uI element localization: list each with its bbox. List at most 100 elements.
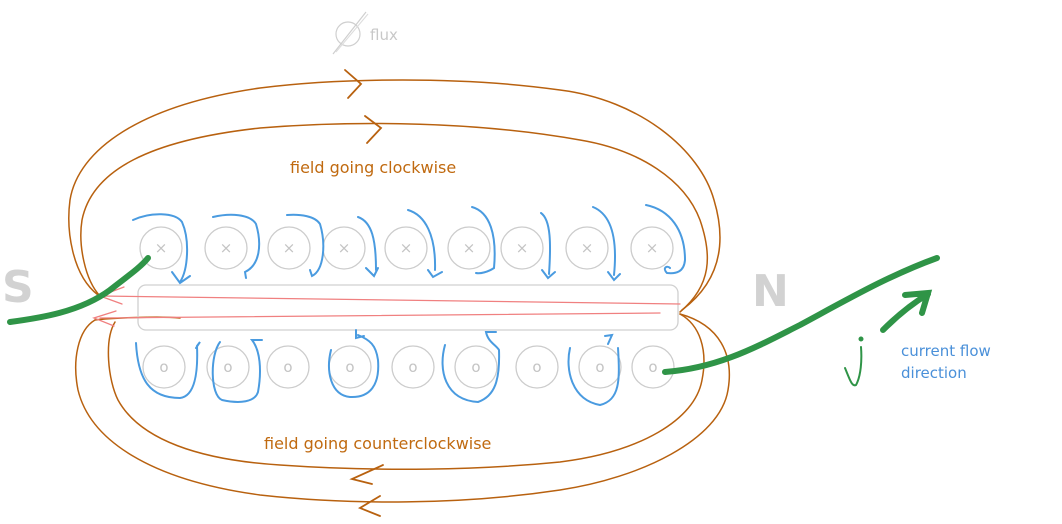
- curl-arrow-icon: [592, 206, 621, 282]
- coil-circle: [266, 345, 310, 389]
- coil-circle: [454, 345, 498, 389]
- coil-out-of-page: o: [266, 345, 310, 389]
- bottom-field-label: field going counterclockwise: [264, 434, 491, 453]
- coil-marker: ×: [338, 239, 351, 257]
- arrow-left-icon: [92, 310, 117, 327]
- current-wire-right: [662, 255, 940, 375]
- field-arrowheads: [344, 69, 384, 517]
- current-direction-arrow-icon: [880, 289, 933, 333]
- solenoid-core: [137, 284, 679, 331]
- coil-out-of-page: o: [631, 345, 675, 389]
- core-line-bottom: [99, 312, 661, 319]
- coil-into-page: ×: [204, 226, 248, 270]
- curl-arrow-icon: [286, 213, 325, 278]
- current-label-line1: current flow: [901, 342, 991, 360]
- coil-into-page: ×: [384, 226, 428, 270]
- curl-arrow-icon: [328, 329, 380, 399]
- flux-symbol-icon: [335, 21, 361, 47]
- arrow-right-icon: [344, 69, 363, 99]
- curl-arrow-icon: [357, 216, 379, 278]
- coil-circle: [384, 226, 428, 270]
- flux-annotation: flux: [332, 11, 398, 55]
- curl-arrow-icon: [211, 339, 263, 403]
- coil-circle: [565, 226, 609, 270]
- flux-symbol-slash: [332, 11, 367, 55]
- curl-arrow-icon: [135, 341, 201, 400]
- top-local-field-curls: [132, 204, 687, 285]
- coil-marker: o: [283, 358, 292, 376]
- curl-arrow-icon: [540, 212, 556, 280]
- coil-marker: o: [532, 358, 541, 376]
- current-label-line2: direction: [901, 364, 967, 382]
- curl-arrow-icon: [645, 204, 687, 275]
- coil-out-of-page: o: [142, 345, 186, 389]
- arrow-left-icon: [349, 464, 384, 485]
- coil-marker: ×: [463, 239, 476, 257]
- coil-into-page: ×: [322, 226, 366, 270]
- coil-into-page: ×: [500, 226, 544, 270]
- coil-circle: [578, 345, 622, 389]
- curl-arrow-icon: [441, 331, 501, 404]
- coil-circle: [206, 345, 250, 389]
- core-line-top: [99, 295, 681, 305]
- coil-into-page: ×: [139, 226, 183, 270]
- arrow-left-icon: [357, 495, 381, 517]
- field-line-top-outer: [68, 79, 721, 311]
- current-symbol: [844, 336, 864, 387]
- coil-marker: o: [648, 358, 657, 376]
- current-j-glyph: [844, 346, 863, 387]
- coil-circle: [139, 226, 183, 270]
- coil-circle: [630, 226, 674, 270]
- coil-circle: [500, 226, 544, 270]
- coil-into-page: ×: [267, 226, 311, 270]
- coil-into-page: ×: [630, 226, 674, 270]
- coil-out-of-page: o: [206, 345, 250, 389]
- current-wire-left: [7, 255, 151, 325]
- coil-marker: ×: [283, 239, 296, 257]
- current-wire: [7, 255, 940, 375]
- curl-arrow-icon: [407, 209, 443, 279]
- curl-arrow-icon: [212, 213, 261, 279]
- coil-marker: ×: [220, 239, 233, 257]
- coil-marker: ×: [155, 239, 168, 257]
- coil-circle: [267, 226, 311, 270]
- core-field-arrows: [92, 286, 681, 327]
- coil-circle: [515, 345, 559, 389]
- flux-label: flux: [370, 26, 398, 44]
- coil-circle: [391, 345, 435, 389]
- top-field-label: field going clockwise: [290, 158, 456, 177]
- coil-marker: o: [159, 358, 168, 376]
- coil-out-of-page: o: [328, 345, 372, 389]
- field-line-top-inner: [80, 122, 709, 313]
- curl-arrow-icon: [132, 213, 191, 285]
- coil-marker: ×: [646, 239, 659, 257]
- curl-arrow-icon: [567, 333, 620, 407]
- north-pole-label: N: [752, 266, 789, 317]
- coil-marker: o: [345, 358, 354, 376]
- coil-marker: ×: [400, 239, 413, 257]
- coil-marker: o: [595, 358, 604, 376]
- coil-circle: [142, 345, 186, 389]
- coil-out-of-page: o: [454, 345, 498, 389]
- coil-circle: [447, 226, 491, 270]
- coil-out-of-page: o: [578, 345, 622, 389]
- coil-marker: o: [408, 358, 417, 376]
- curl-arrow-icon: [471, 206, 496, 275]
- coil-marker: o: [471, 358, 480, 376]
- coil-out-of-page: o: [515, 345, 559, 389]
- bottom-local-field-curls: [135, 329, 620, 407]
- field-line-bottom-outer: [75, 313, 731, 503]
- south-pole-label: S: [2, 262, 34, 313]
- coil-into-page: ×: [447, 226, 491, 270]
- coil-marker: ×: [516, 239, 529, 257]
- coil-into-page: ×: [565, 226, 609, 270]
- coil-out-of-page: o: [391, 345, 435, 389]
- coil-marker: ×: [581, 239, 594, 257]
- top-coil-row: × × × × × × × × ×: [139, 226, 674, 270]
- coil-circle: [204, 226, 248, 270]
- coil-circle: [631, 345, 675, 389]
- coil-marker: o: [223, 358, 232, 376]
- arrow-right-icon: [364, 115, 383, 144]
